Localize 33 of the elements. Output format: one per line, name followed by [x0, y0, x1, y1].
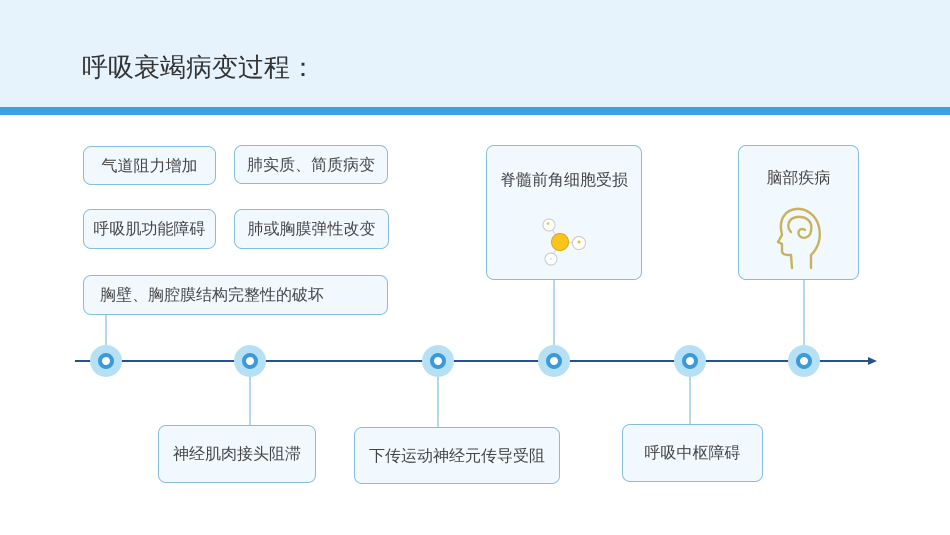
connector-line — [689, 377, 691, 424]
timeline-marker — [538, 345, 570, 377]
connector-line — [803, 280, 805, 345]
cause-label: 胸壁、胸腔膜结构完整性的破坏 — [100, 285, 324, 305]
cause-label: 脑部疾病 — [766, 168, 830, 188]
cause-box — [83, 275, 388, 315]
timeline-marker — [234, 345, 266, 377]
cause-box — [234, 145, 388, 184]
connector-line — [553, 280, 555, 345]
cause-box — [83, 146, 216, 185]
cause-label: 呼吸肌功能障碍 — [94, 219, 206, 239]
cause-label: 神经肌肉接头阻滞 — [173, 444, 301, 464]
cause-label: 呼吸中枢障碍 — [644, 443, 740, 463]
page-title: 呼吸衰竭病变过程： — [82, 52, 316, 85]
cause-box — [354, 427, 560, 484]
timeline-marker — [422, 345, 454, 377]
timeline-marker — [788, 345, 820, 377]
connector-line — [249, 377, 251, 425]
cause-label: 肺实质、简质病变 — [247, 154, 375, 174]
cause-box — [622, 424, 763, 482]
cause-label: 下传运动神经元传导受阻 — [369, 446, 545, 466]
timeline-marker — [674, 345, 706, 377]
cause-box — [738, 145, 859, 280]
cause-box — [158, 425, 316, 483]
cause-box — [234, 209, 389, 249]
cause-box — [83, 209, 216, 249]
connector-line — [437, 377, 439, 427]
cause-box — [486, 145, 642, 280]
connector-line — [105, 315, 107, 345]
cause-label: 肺或胸膜弹性改变 — [248, 219, 376, 239]
cause-label: 脊髓前角细胞受损 — [500, 170, 628, 190]
cause-label: 气道阻力增加 — [102, 156, 198, 176]
timeline-marker — [90, 345, 122, 377]
